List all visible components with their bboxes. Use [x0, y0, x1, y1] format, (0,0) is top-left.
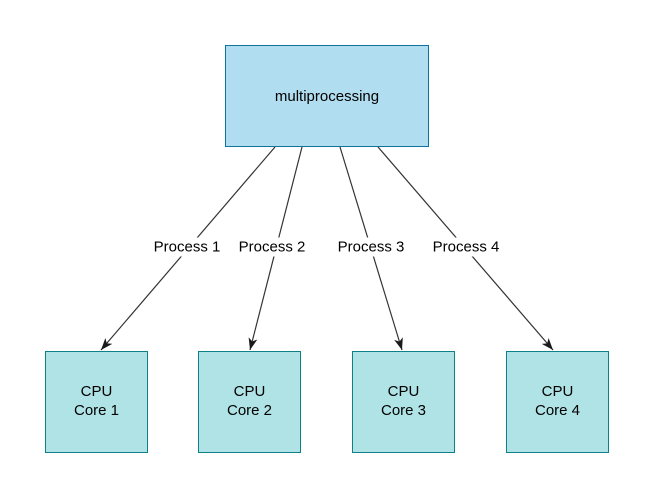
cpu-3-line2: Core 3 [380, 402, 427, 419]
cpu-1-line2: Core 1 [73, 402, 120, 419]
cpu-4-line1: CPU [541, 383, 574, 401]
node-cpu-core-3-label: CPU Core 3 [381, 383, 426, 421]
node-cpu-core-1: CPU Core 1 [45, 351, 148, 453]
edge-label-process-4: Process 4 [429, 237, 503, 257]
cpu-1-line1: CPU [80, 383, 113, 401]
node-cpu-core-4-label: CPU Core 4 [535, 383, 580, 421]
cpu-2-line1: CPU [233, 383, 266, 401]
node-cpu-core-4: CPU Core 4 [506, 351, 609, 453]
node-multiprocessing-label: multiprocessing [274, 87, 380, 105]
node-cpu-core-2: CPU Core 2 [198, 351, 301, 453]
cpu-2-line2: Core 2 [226, 402, 273, 419]
cpu-4-line2: Core 4 [534, 402, 581, 419]
edge-label-process-2: Process 2 [235, 237, 309, 257]
node-cpu-core-2-label: CPU Core 2 [227, 383, 272, 421]
cpu-3-line1: CPU [387, 383, 420, 401]
node-cpu-core-1-label: CPU Core 1 [74, 383, 119, 421]
edge-label-process-1: Process 1 [150, 237, 224, 257]
node-cpu-core-3: CPU Core 3 [352, 351, 455, 453]
node-multiprocessing: multiprocessing [225, 45, 429, 147]
edge-label-process-3: Process 3 [334, 237, 408, 257]
